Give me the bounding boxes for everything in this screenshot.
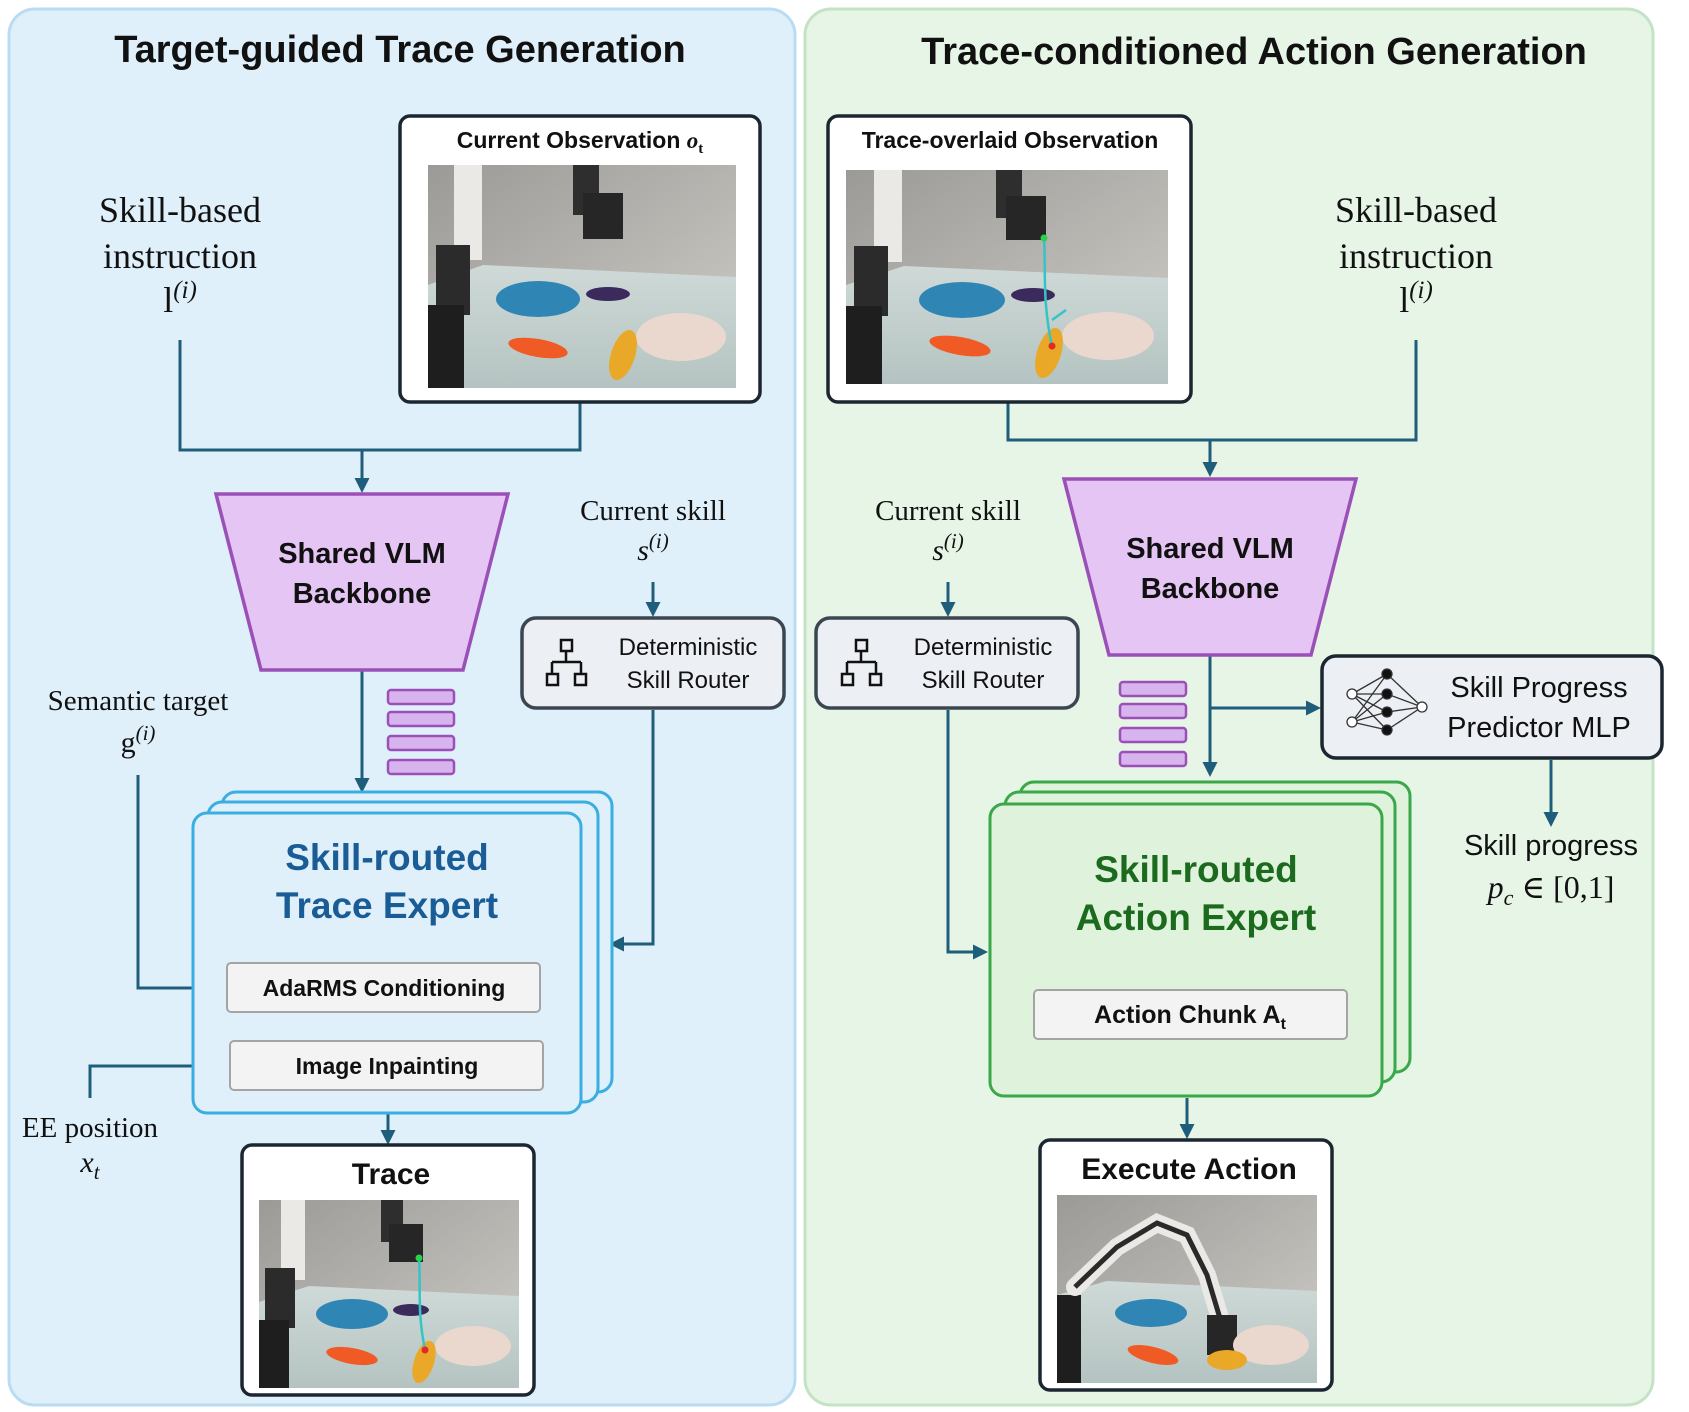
left-arrows (88, 340, 661, 1145)
current-observation-label: Current Observation ot (457, 127, 704, 157)
token (1118, 750, 1188, 768)
arrow-ee-to-inpainting (88, 1058, 233, 1098)
right-router-line2: Skill Router (922, 667, 1045, 694)
execute-action-image (1057, 1195, 1317, 1383)
action-expert-stack: Skill-routed Action Expert Action Chunk … (988, 780, 1412, 1098)
neural-network-icon (1346, 668, 1428, 736)
arrow-instruction-to-vlm (178, 340, 582, 452)
left-token-stack (386, 688, 456, 776)
left-instruction-line2: instruction (103, 236, 257, 276)
arrow-router-to-trace-expert (609, 710, 655, 952)
token (1118, 702, 1188, 720)
token (386, 758, 456, 776)
image-inpainting-box (229, 1040, 544, 1091)
trace-overlaid-observation-label: Trace-overlaid Observation (862, 127, 1159, 153)
left-shared-vlm-backbone: Shared VLM Backbone (213, 492, 511, 672)
right-current-skill-label: Current skill (875, 495, 1021, 527)
action-expert-line2: Action Expert (1076, 897, 1317, 938)
token (1118, 680, 1188, 698)
left-router-line2: Skill Router (627, 667, 750, 694)
skill-progress-symbol: pc ∈ [0,1] (1486, 869, 1615, 910)
hierarchy-icon (840, 638, 883, 687)
right-vlm-line2: Backbone (1141, 573, 1280, 605)
trace-output-image (259, 1200, 519, 1388)
hierarchy-icon (545, 638, 588, 687)
action-chunk-label: Action Chunk At (1094, 1001, 1287, 1033)
action-chunk-box (1033, 989, 1348, 1040)
arrow-obs-instruction-merge (1006, 340, 1418, 442)
right-current-skill-symbol: s(i) (932, 529, 964, 567)
left-current-skill: Current skill s(i) (580, 495, 726, 567)
skill-progress-predictor-card: Skill Progress Predictor MLP (1320, 654, 1664, 760)
right-arrows (940, 340, 1559, 1139)
left-router-line1: Deterministic (619, 634, 758, 661)
execute-action-label: Execute Action (1081, 1153, 1297, 1186)
left-panel-title: Target-guided Trace Generation (114, 29, 686, 71)
token (1118, 726, 1188, 744)
adarms-conditioning-box (226, 962, 541, 1013)
left-skill-router: Deterministic Skill Router (520, 616, 786, 710)
token (386, 710, 456, 728)
right-skill-router: Deterministic Skill Router (814, 616, 1080, 710)
trace-output-card: Trace (240, 1143, 536, 1397)
right-instruction-symbol: l(i) (1399, 277, 1433, 320)
left-instruction-symbol: l(i) (163, 277, 197, 320)
token (386, 734, 456, 752)
skill-progress-output: Skill progress pc ∈ [0,1] (1464, 830, 1638, 910)
right-vlm-line1: Shared VLM (1126, 533, 1294, 565)
action-expert-card (988, 802, 1384, 1098)
arrow-router-to-action-expert (946, 710, 988, 960)
ee-position-label: EE position (22, 1112, 159, 1144)
ee-position-symbol: xt (79, 1146, 100, 1184)
action-expert-line1: Skill-routed (1094, 849, 1298, 890)
left-current-skill-label: Current skill (580, 495, 726, 527)
left-vlm-line1: Shared VLM (278, 538, 446, 570)
skill-progress-label: Skill progress (1464, 830, 1638, 862)
right-skill-instruction: Skill-based instruction l(i) (1335, 190, 1497, 320)
mlp-line2: Predictor MLP (1447, 712, 1631, 744)
execute-action-card: Execute Action (1038, 1138, 1334, 1392)
semantic-target-symbol: g(i) (121, 721, 156, 759)
adarms-conditioning-label: AdaRMS Conditioning (263, 975, 506, 1001)
trace-output-label: Trace (352, 1158, 430, 1191)
current-observation-image (428, 165, 736, 388)
trace-overlaid-observation-card: Trace-overlaid Observation (826, 114, 1193, 404)
current-observation-card: Current Observation ot (398, 114, 762, 404)
semantic-target-label: Semantic target (48, 685, 229, 717)
left-instruction-line1: Skill-based (99, 190, 261, 230)
ee-position: EE position xt (22, 1112, 159, 1184)
right-current-skill: Current skill s(i) (875, 495, 1021, 567)
mlp-line1: Skill Progress (1450, 672, 1627, 704)
left-vlm-line2: Backbone (293, 578, 432, 610)
trace-overlaid-observation-image (846, 170, 1168, 384)
semantic-target: Semantic target g(i) (48, 685, 229, 759)
right-instruction-line2: instruction (1339, 236, 1493, 276)
trace-expert-stack: Skill-routed Trace Expert AdaRMS Conditi… (191, 790, 614, 1115)
trace-expert-line2: Trace Expert (276, 885, 498, 926)
left-skill-instruction: Skill-based instruction l(i) (99, 190, 261, 320)
token (386, 688, 456, 706)
right-token-stack (1118, 680, 1188, 768)
image-inpainting-label: Image Inpainting (296, 1053, 479, 1079)
trace-expert-line1: Skill-routed (285, 837, 489, 878)
left-current-skill-symbol: s(i) (637, 529, 669, 567)
right-router-line1: Deterministic (914, 634, 1053, 661)
right-instruction-line1: Skill-based (1335, 190, 1497, 230)
right-panel-title: Trace-conditioned Action Generation (921, 31, 1587, 73)
right-shared-vlm-backbone: Shared VLM Backbone (1061, 477, 1359, 657)
